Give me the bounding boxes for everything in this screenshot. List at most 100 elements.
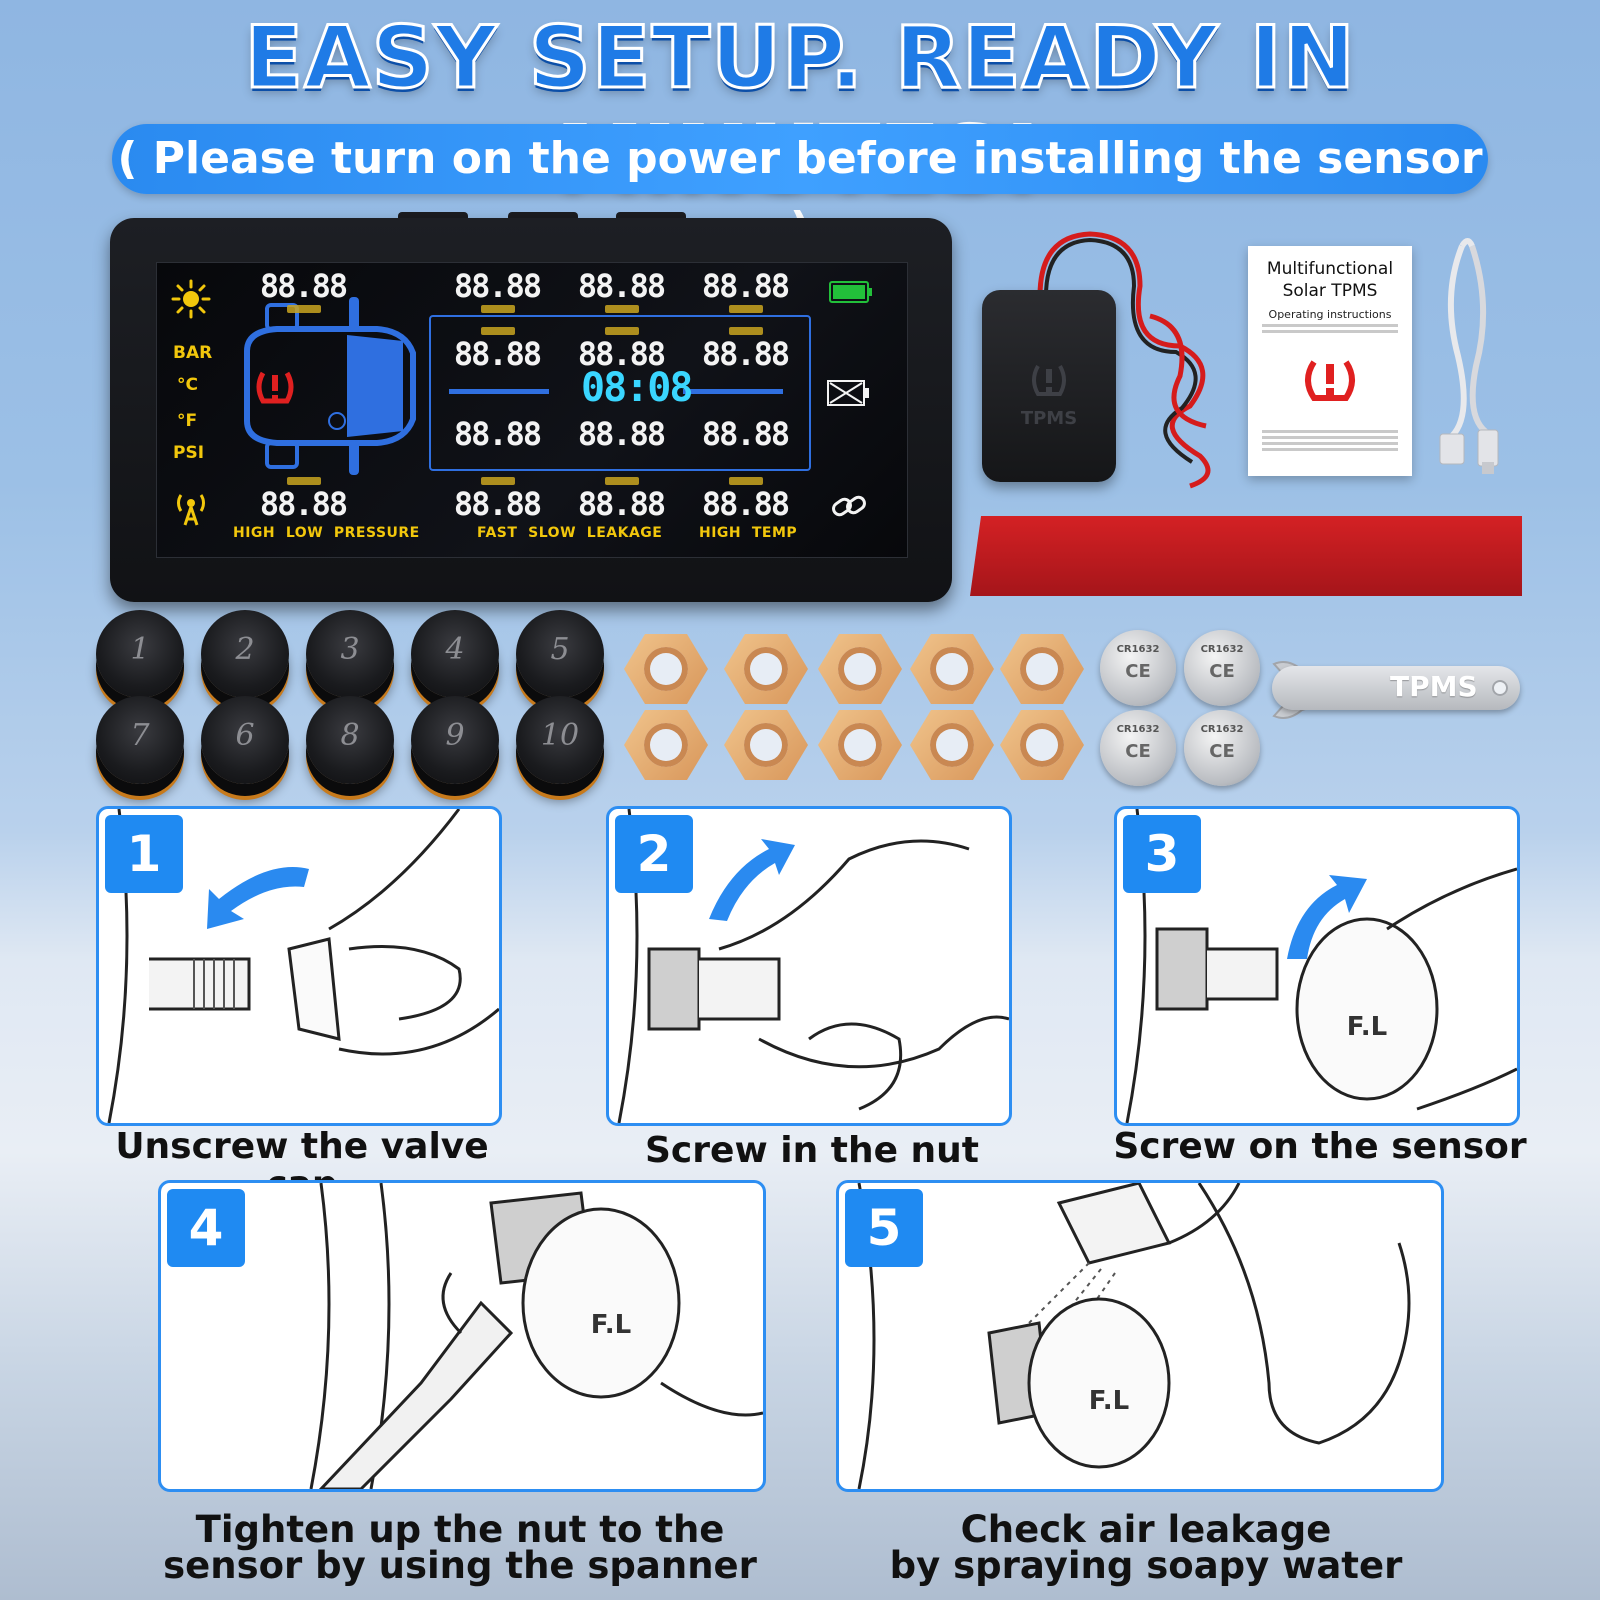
adhesive-pad <box>970 516 1522 596</box>
step-4-panel: F.L 4 <box>158 1180 766 1492</box>
step-4-caption-line-1: Tighten up the nut to the <box>195 1508 725 1551</box>
sensor: 3 <box>306 610 394 698</box>
step-1-panel: 1 <box>96 806 502 1126</box>
lcd-indicator <box>481 327 515 335</box>
manual-title-2: Solar TPMS <box>1282 281 1378 301</box>
hex-nut <box>624 710 708 780</box>
unit-fahrenheit: °F <box>177 411 198 431</box>
step-5-badge: 5 <box>845 1189 923 1267</box>
hex-nut <box>1000 634 1084 704</box>
sensor: 7 <box>96 696 184 784</box>
hex-nut <box>910 710 994 780</box>
step-4-illustration: F.L <box>309 1183 763 1489</box>
unit-celsius: °C <box>177 375 198 395</box>
instruction-manual: Multifunctional Solar TPMS Operating ins… <box>1248 246 1412 476</box>
lcd-screen: BAR °C °F PSI 88.88 88.88 88.88 88.88 88… <box>156 262 908 558</box>
status-leakage: FAST SLOW LEAKAGE <box>477 525 663 541</box>
status-temp: HIGH TEMP <box>699 525 798 541</box>
spanner-label: TPMS <box>1390 670 1478 703</box>
step-5-caption-line-2: by spraying soapy water <box>889 1544 1403 1587</box>
center-bar-left <box>449 389 549 394</box>
receiver-cable <box>1037 231 1211 489</box>
tpms-receiver: TPMS <box>982 290 1116 482</box>
tire-alert-icon <box>1305 360 1355 401</box>
low-battery-icon <box>827 380 869 406</box>
lcd-clock: 08:08 <box>581 365 693 411</box>
hex-nut <box>818 710 902 780</box>
step-4-badge: 4 <box>167 1189 245 1267</box>
car-diagram <box>244 297 416 475</box>
hex-nut <box>624 634 708 704</box>
lcd-readout: 88.88 <box>259 485 348 523</box>
lcd-readout: 88.88 <box>453 267 542 305</box>
subtitle-banner: ( Please turn on the power before instal… <box>112 124 1488 254</box>
lcd-indicator <box>481 477 515 485</box>
lcd-indicator <box>605 327 639 335</box>
lcd-indicator <box>729 305 763 313</box>
lcd-readout: 88.88 <box>453 335 542 373</box>
step-5-panel: F.L 5 <box>836 1180 1444 1492</box>
signal-icon <box>176 494 206 526</box>
lcd-readout: 88.88 <box>577 485 666 523</box>
unit-psi: PSI <box>173 443 205 463</box>
center-frame <box>429 315 811 471</box>
status-pressure: HIGH LOW PRESSURE <box>233 525 420 541</box>
lcd-indicator <box>605 305 639 313</box>
lcd-indicator <box>729 477 763 485</box>
sensor: 8 <box>306 696 394 784</box>
unit-bar: BAR <box>173 343 213 363</box>
center-bar-right <box>683 389 783 394</box>
manual-title-1: Multifunctional <box>1266 259 1394 279</box>
step-5-caption: Check air leakage by spraying soapy wate… <box>836 1511 1456 1587</box>
lcd-readout: 88.88 <box>701 415 790 453</box>
step-4-caption: Tighten up the nut to the sensor by usin… <box>150 1508 770 1587</box>
lcd-readout: 88.88 <box>453 415 542 453</box>
tire-alert-icon <box>256 371 294 404</box>
step-1-badge: 1 <box>105 815 183 893</box>
lcd-readout: 88.88 <box>701 267 790 305</box>
sensor: 1 <box>96 610 184 698</box>
svg-text:F.L: F.L <box>1347 1012 1387 1042</box>
sensor: 9 <box>411 696 499 784</box>
lcd-indicator <box>605 477 639 485</box>
sensor: 10 <box>516 696 604 784</box>
hex-nut <box>724 634 808 704</box>
sensor: 6 <box>201 696 289 784</box>
hex-nut <box>818 634 902 704</box>
sensor: 5 <box>516 610 604 698</box>
lcd-indicator <box>729 327 763 335</box>
battery-icon <box>829 281 872 303</box>
step-4-caption-line-2: sensor by using the spanner <box>163 1544 757 1587</box>
step-2-badge: 2 <box>615 815 693 893</box>
link-icon <box>832 495 866 517</box>
lcd-readout: 88.88 <box>577 335 666 373</box>
tpms-icon <box>1032 365 1066 396</box>
spanner: TPMS <box>1272 666 1520 710</box>
lcd-indicator <box>481 305 515 313</box>
svg-text:F.L: F.L <box>1089 1386 1129 1416</box>
lcd-readout: 88.88 <box>577 267 666 305</box>
lcd-readout: 88.88 <box>577 415 666 453</box>
hex-nut <box>724 710 808 780</box>
step-3-illustration: F.L <box>1125 809 1517 1123</box>
svg-text:F.L: F.L <box>591 1310 631 1340</box>
sensor: 2 <box>201 610 289 698</box>
lcd-readout: 88.88 <box>701 485 790 523</box>
step-2-caption: Screw in the nut <box>645 1130 979 1171</box>
solar-icon <box>171 279 211 319</box>
step-2-illustration <box>617 809 1009 1123</box>
hex-nut <box>910 634 994 704</box>
manual-subtitle: Operating instructions <box>1268 308 1392 321</box>
step-2-panel: 2 <box>606 806 1012 1126</box>
lcd-readout: 88.88 <box>701 335 790 373</box>
lcd-indicator <box>287 305 321 313</box>
step-3-badge: 3 <box>1123 815 1201 893</box>
step-5-illustration: F.L <box>857 1183 1411 1489</box>
sensor: 4 <box>411 610 499 698</box>
usb-cable <box>1439 238 1499 474</box>
step-1-illustration <box>107 809 499 1123</box>
